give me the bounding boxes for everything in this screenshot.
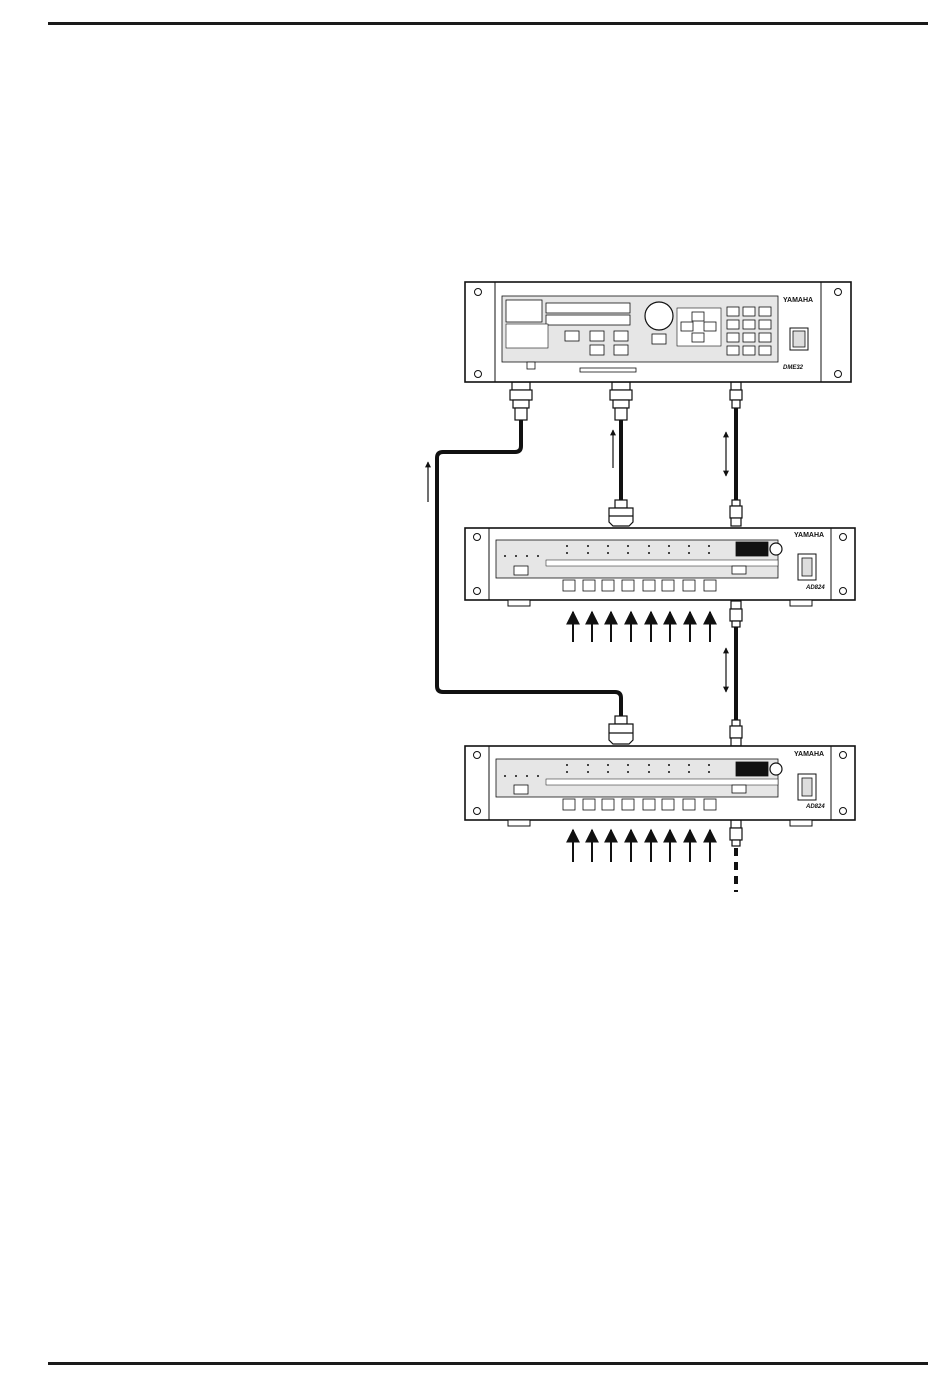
ad824-1-brand: YAMAHA [794,532,824,539]
connector-dme-left [510,382,532,420]
connector-ad1-top-right [730,500,742,526]
ad824-1-model: AD824 [805,585,825,591]
connector-dme-middle [610,382,632,420]
connector-dme-right [730,382,742,408]
connector-ad2-bottom-right [730,820,742,846]
inputs-ad824-1 [573,612,710,642]
dme32-model: DME32 [783,365,804,371]
connector-ad2-top-right [730,720,742,746]
connector-ad2-multi [609,716,633,744]
connector-ad1-bottom-right [730,601,742,627]
unit-ad824-1: YAMAHA AD824 [465,528,855,606]
unit-ad824-2: YAMAHA AD824 [465,746,855,826]
unit-dme32: YAMAHA DME32 [465,282,851,382]
ad824-2-model: AD824 [805,804,825,810]
dme32-brand: YAMAHA [783,297,813,304]
inputs-ad824-2 [573,830,710,862]
connector-ad1-multi [609,500,633,526]
ad824-2-brand: YAMAHA [794,751,824,758]
